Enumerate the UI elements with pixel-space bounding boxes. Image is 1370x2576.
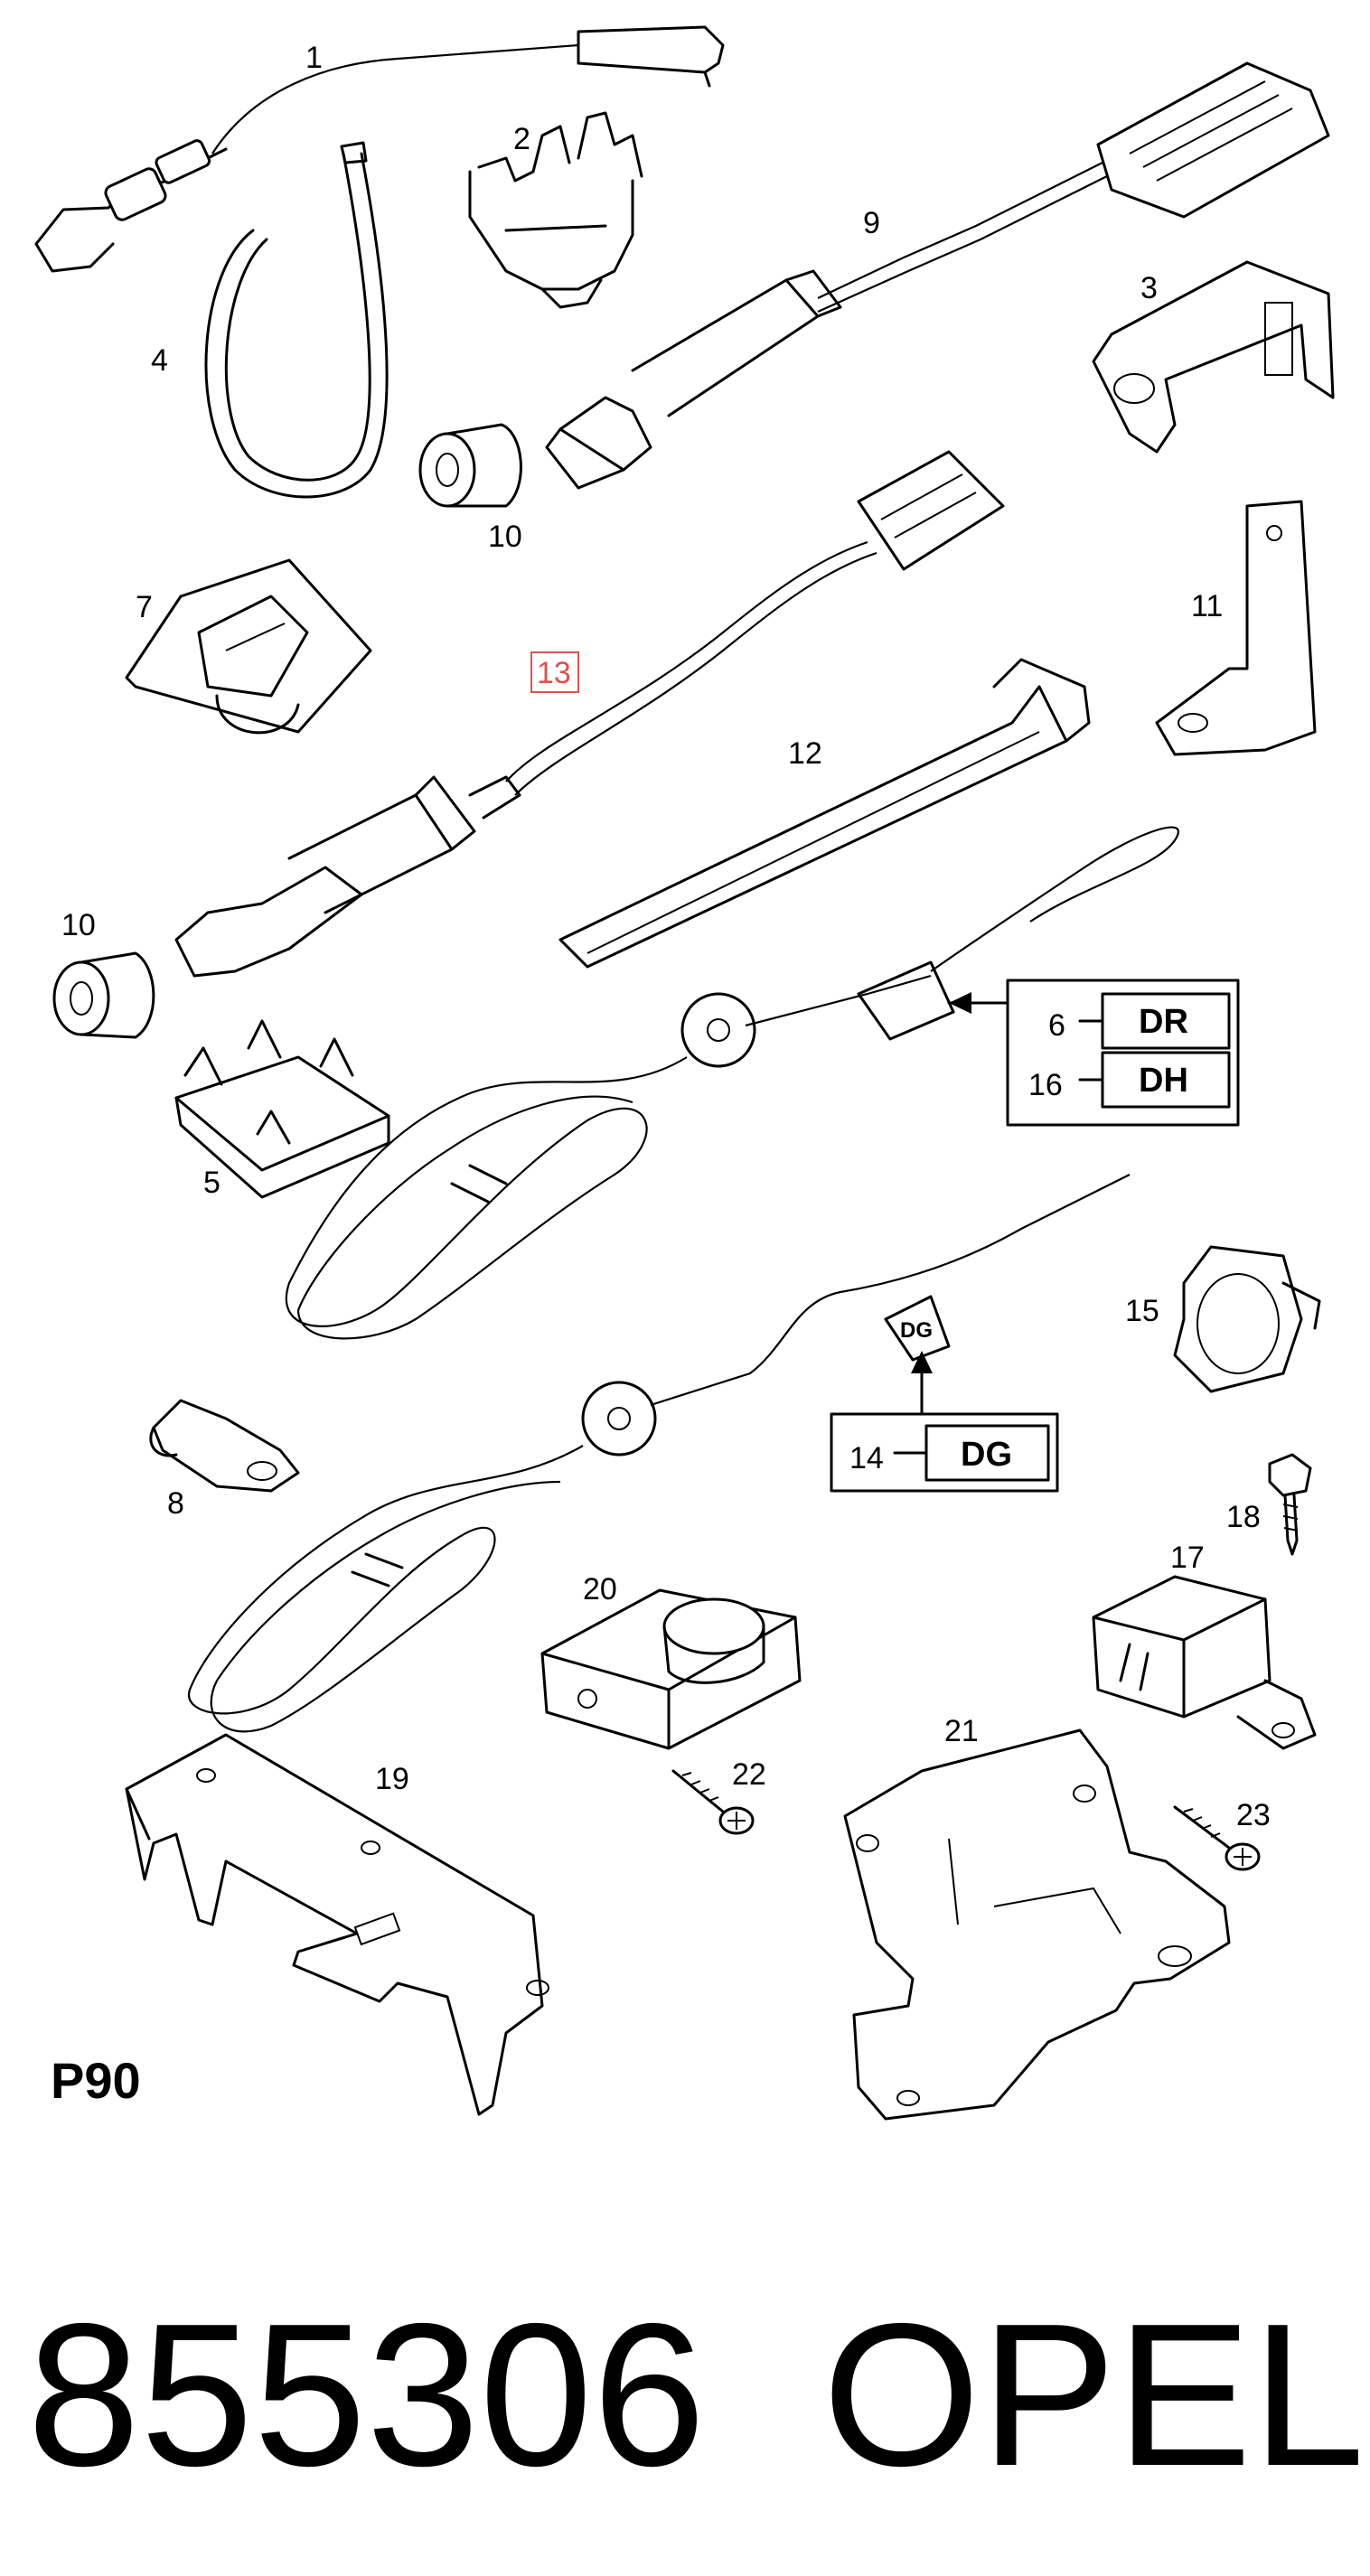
callout-2: 2 (513, 122, 530, 156)
callout-13: 13 (537, 656, 571, 690)
part-21-mounting-plate (843, 1728, 1231, 2121)
part-18-bolt (1268, 1453, 1312, 1556)
callout-20: 20 (583, 1572, 617, 1606)
callout-8: 8 (167, 1486, 184, 1521)
footer: 855306 OPEL (27, 2259, 1365, 2530)
part-10-grommet-lower (52, 951, 155, 1039)
part-11-angle-bracket (1155, 500, 1317, 756)
part-22-screw (671, 1769, 755, 1835)
part-3-bracket (1092, 260, 1335, 454)
callout-3: 3 (1140, 271, 1158, 305)
callout-15: 15 (1125, 1294, 1159, 1328)
callout-23: 23 (1236, 1798, 1271, 1832)
callout-1: 1 (305, 41, 323, 75)
part-15-clamp (1173, 1245, 1321, 1393)
part-17-relay (1092, 1575, 1317, 1750)
part-23-screw (1173, 1805, 1261, 1871)
box-label-dg: DG (961, 1436, 1012, 1474)
part-7-clip-mount (125, 558, 372, 735)
part-1-oxygen-sensor (34, 25, 725, 273)
callout-11: 11 (1191, 589, 1223, 623)
callout-4: 4 (151, 343, 168, 378)
part-20-control-module (540, 1588, 802, 1750)
callout-10b: 10 (61, 908, 96, 942)
brand-name: OPEL (822, 2281, 1365, 2508)
part-12-strap (558, 658, 1091, 969)
knock-sensor-upper (285, 826, 1179, 1340)
callout-21: 21 (944, 1714, 979, 1748)
callout-17: 17 (1170, 1541, 1205, 1575)
part-2-holder (468, 111, 643, 309)
callout-19: 19 (375, 1762, 409, 1796)
callout-22: 22 (732, 1757, 766, 1792)
part-8-p-clip (149, 1399, 300, 1493)
part-5-multi-clip (174, 1019, 390, 1199)
part-13-oxygen-sensor (174, 450, 1005, 978)
box-label-dh: DH (1139, 1062, 1188, 1100)
callout-7: 7 (136, 590, 153, 624)
callout-13-highlight (530, 651, 579, 693)
page-code-label: P90 (51, 2052, 141, 2109)
callout-6: 6 (1048, 1008, 1065, 1043)
callout-18: 18 (1226, 1500, 1261, 1534)
box-label-dr: DR (1139, 1003, 1188, 1041)
callout-14: 14 (849, 1441, 884, 1475)
callout-9: 9 (863, 206, 880, 240)
part-10-grommet-upper (418, 423, 522, 508)
label-box-dr-dh (947, 979, 1240, 1127)
tag-label-dg: DG (900, 1318, 933, 1343)
part-4-cable-tie (204, 141, 389, 499)
callout-12: 12 (788, 736, 822, 771)
callout-16: 16 (1028, 1068, 1063, 1102)
knock-sensor-lower (187, 1174, 1131, 1733)
part-19-bracket-plate (125, 1733, 549, 2116)
part-9-sensor-connector (545, 61, 1330, 490)
callout-5: 5 (203, 1166, 221, 1200)
callout-10a: 10 (488, 520, 522, 554)
label-box-dg (830, 1351, 1059, 1493)
part-number: 855306 (27, 2281, 706, 2508)
